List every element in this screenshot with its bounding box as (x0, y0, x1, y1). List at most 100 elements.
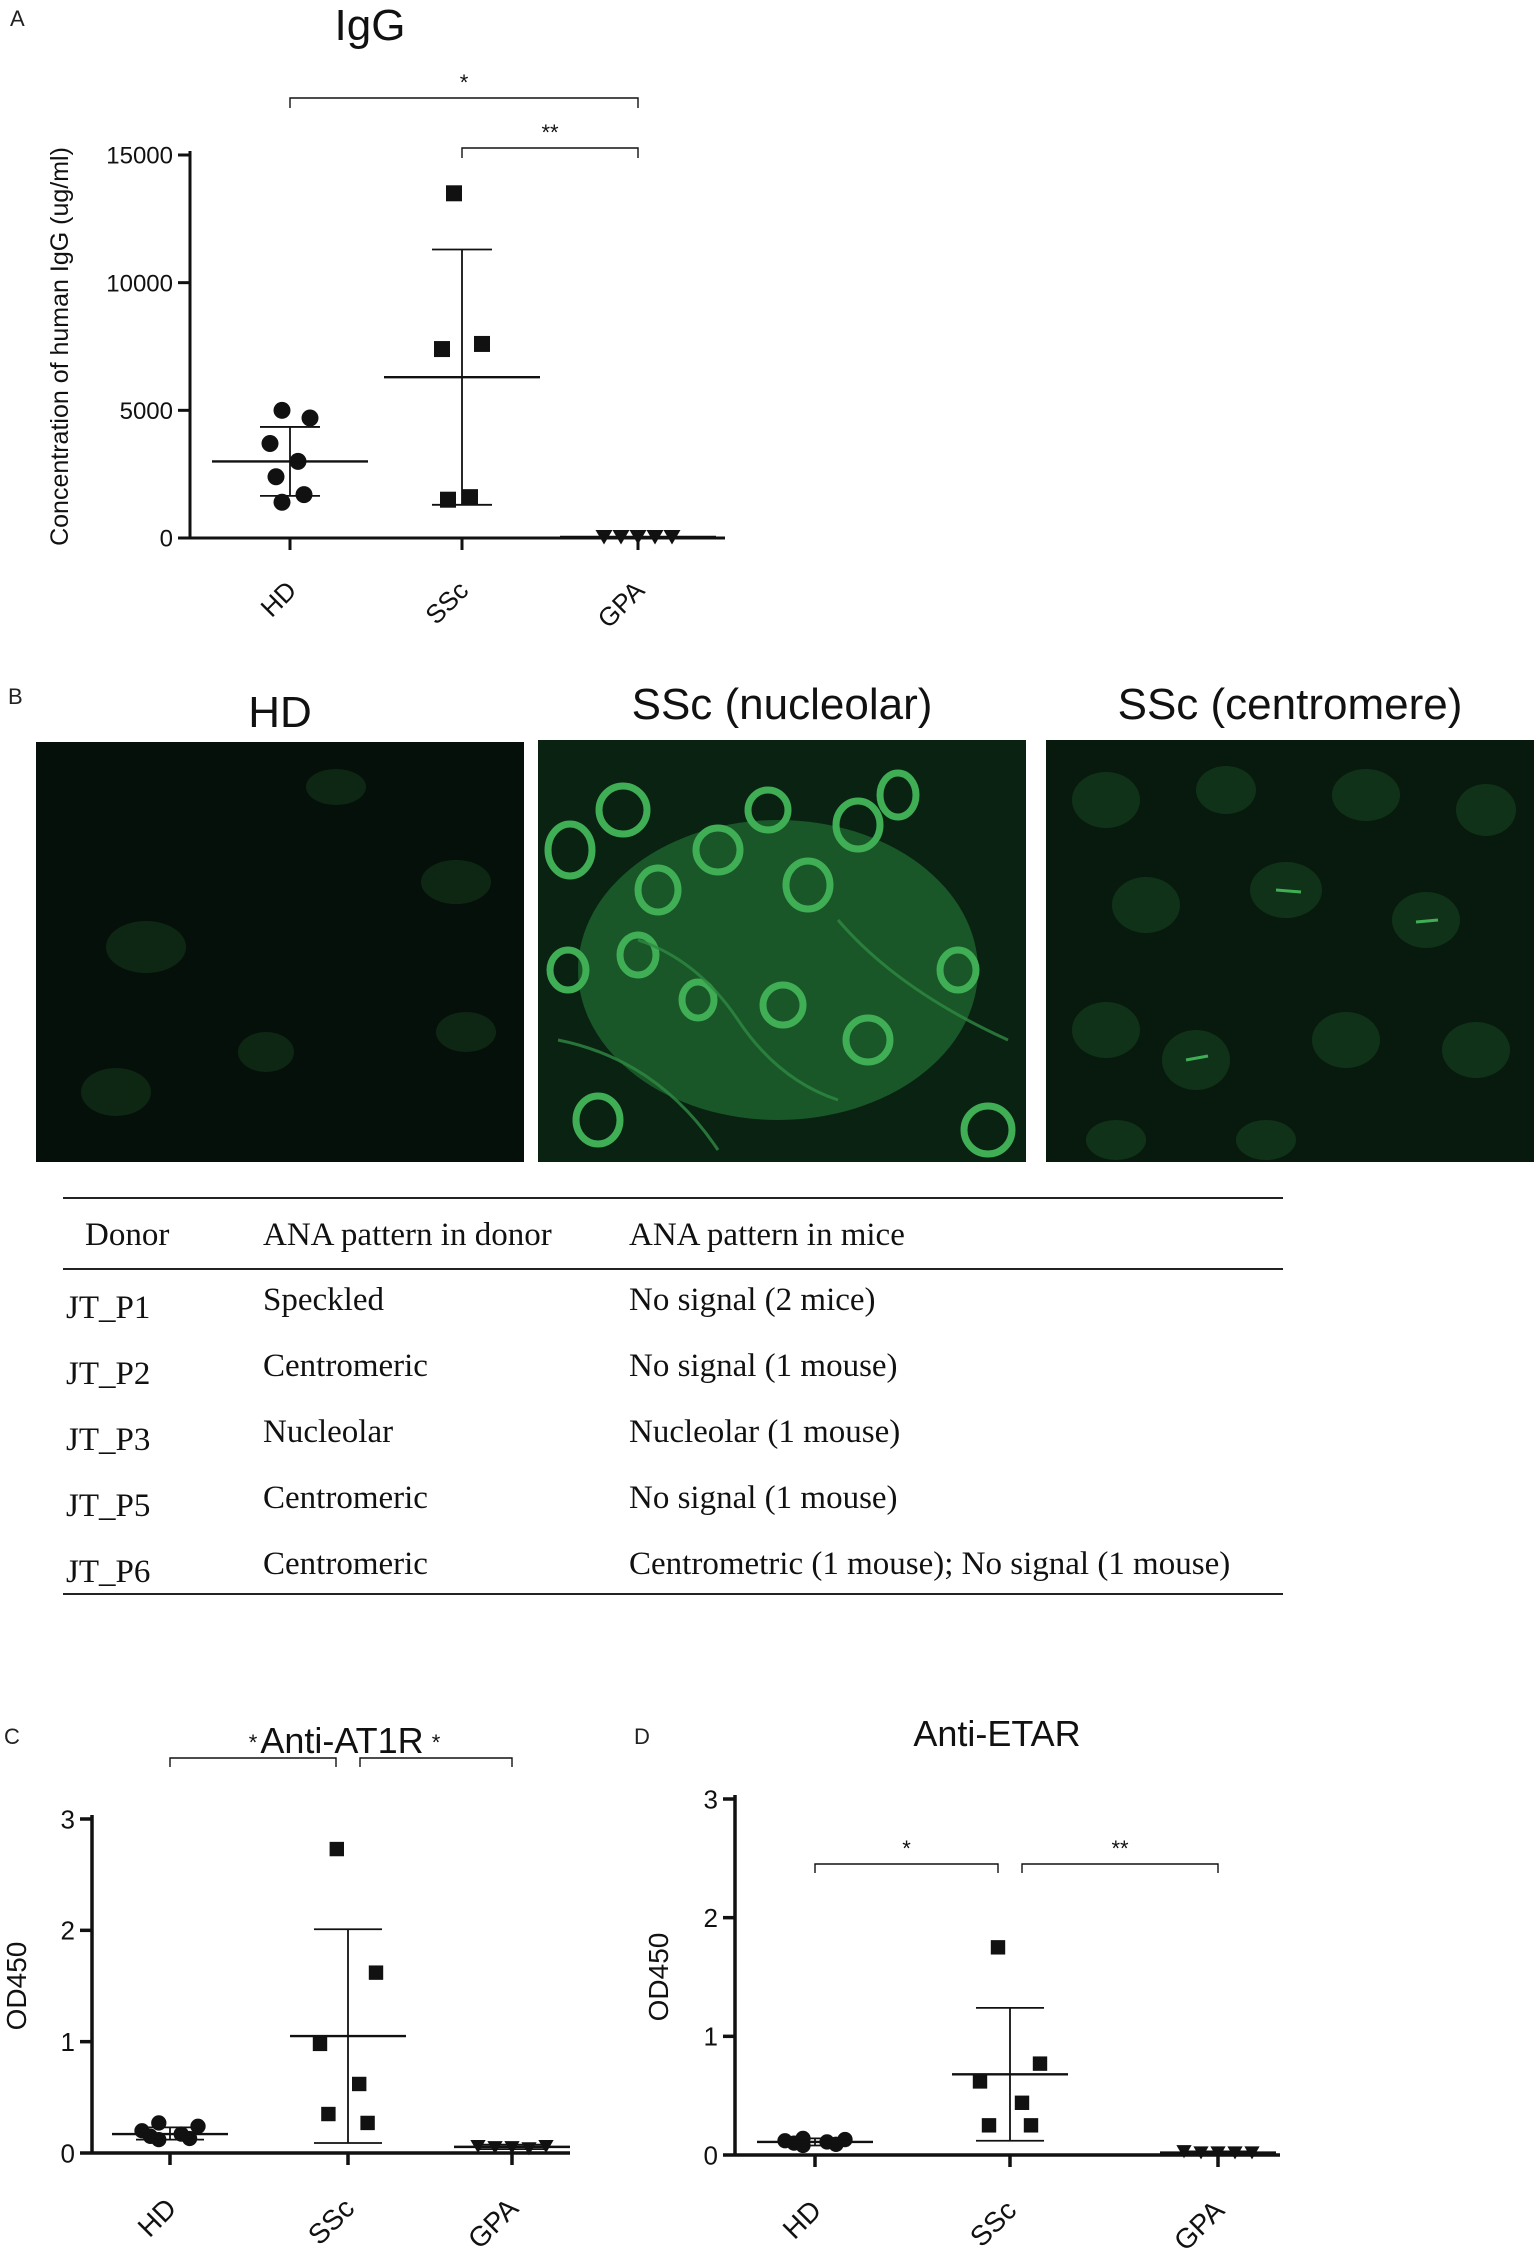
data-point (360, 2115, 375, 2131)
y-axis-label: OD450 (1, 1942, 32, 2031)
chart-title: Anti-AT1R (260, 1720, 423, 1761)
ana-table: Donor ANA pattern in donor ANA pattern i… (63, 1197, 1283, 1595)
x-tick-label: HD (777, 2194, 828, 2245)
chart-igg: IgG Concentration of human IgG (ug/ml) 0 50… (46, 1, 725, 634)
donor-pattern: Centromeric (263, 1480, 428, 1516)
data-point (828, 2136, 844, 2152)
significance-bracket (359, 1757, 513, 1767)
x-tick-label: HD (132, 2192, 183, 2243)
data-point (434, 341, 450, 358)
data-point (321, 2106, 336, 2122)
data-point (151, 2115, 167, 2131)
x-tick-label: SSc (419, 575, 474, 630)
data-point (446, 185, 462, 202)
panel-letter-b: B (8, 684, 23, 709)
donor-id-suffix: P1 (115, 1290, 151, 1326)
data-point (267, 468, 285, 486)
micrograph-ssc-centromere (1046, 740, 1534, 1162)
header-donor: Donor (63, 1197, 263, 1270)
significance-label: ** (1111, 1836, 1129, 1861)
x-tick-label: GPA (592, 575, 651, 634)
data-point (368, 1965, 384, 1980)
y-tick-label: 0 (160, 526, 173, 553)
donor-id-suffix: P3 (115, 1422, 151, 1458)
donor-id-suffix: P6 (115, 1554, 151, 1590)
significance-label: * (432, 1730, 441, 1755)
micrograph-ssc-nucleolar-image (538, 740, 1026, 1162)
significance-bracket (814, 1863, 999, 1873)
data-point (329, 1841, 344, 1857)
significance-bracket (461, 147, 639, 158)
micrograph-title-ssc-nucleolar: SSc (nucleolar) (631, 680, 933, 729)
chart-title: Anti-ETAR (913, 1713, 1080, 1754)
data-point (972, 2074, 988, 2089)
micrograph-ssc-centromere-image (1046, 740, 1534, 1162)
data-point (474, 335, 490, 352)
table-row: JT_P5 Centromeric No signal (1 mouse) (63, 1468, 1283, 1534)
data-point (312, 2036, 328, 2052)
x-tick-label: SSc (302, 2192, 360, 2249)
data-point (1023, 2118, 1039, 2133)
data-point (301, 409, 319, 427)
donor-id-suffix: P5 (115, 1488, 151, 1524)
data-point (1032, 2056, 1048, 2071)
donor-id-suffix: P2 (115, 1356, 151, 1392)
micrograph-ssc-nucleolar (538, 740, 1026, 1162)
mice-pattern: Centrometric (1 mouse); No signal (1 mou… (629, 1534, 1283, 1595)
y-axis-label: OD450 (643, 1933, 674, 2022)
micrograph-hd (36, 742, 524, 1162)
y-tick-label: 1 (61, 2027, 75, 2057)
micrograph-title-hd: HD (248, 688, 312, 737)
y-tick-label: 15000 (106, 143, 173, 170)
x-tick-label: HD (254, 575, 302, 623)
significance-label: * (460, 70, 469, 95)
donor-id: JT (66, 1422, 99, 1458)
x-tick-label: GPA (462, 2192, 524, 2249)
y-axis-label: Concentration of human IgG (ug/ml) (46, 147, 74, 546)
chart-title: IgG (335, 1, 406, 50)
donor-id: JT (66, 1554, 99, 1590)
donor-id: JT (66, 1290, 99, 1326)
x-tick-label: SSc (964, 2194, 1022, 2249)
panel-letter-d: D (634, 1724, 650, 1749)
y-tick-label: 2 (704, 1903, 718, 1933)
panel-letter-a: A (10, 6, 25, 31)
y-tick-label: 2 (61, 1916, 75, 1946)
y-tick-label: 5000 (120, 398, 173, 425)
y-tick-label: 0 (704, 2140, 718, 2170)
significance-bracket (289, 97, 639, 108)
donor-pattern: Nucleolar (263, 1414, 394, 1450)
header-ana-donor: ANA pattern in donor (263, 1197, 629, 1270)
mice-pattern: No signal (1 mouse) (629, 1480, 898, 1516)
panel-letter-c: C (4, 1724, 20, 1749)
data-point (273, 493, 291, 511)
y-tick-label: 3 (61, 1804, 75, 1834)
y-tick-label: 0 (61, 2138, 75, 2168)
donor-id: JT (66, 1488, 99, 1524)
significance-bracket (169, 1757, 337, 1767)
data-point (273, 401, 291, 419)
data-point (352, 2076, 367, 2092)
table-row: JT_P2 Centromeric No signal (1 mouse) (63, 1336, 1283, 1402)
y-tick-label: 10000 (106, 270, 173, 297)
donor-id: JT (66, 1356, 99, 1392)
header-ana-mice: ANA pattern in mice (629, 1197, 1283, 1270)
significance-bracket (1021, 1863, 1219, 1873)
data-point (1014, 2095, 1030, 2110)
significance-label: * (902, 1836, 911, 1861)
y-tick-label: 3 (704, 1784, 718, 1814)
data-point (990, 1940, 1006, 1955)
micrograph-hd-image (36, 742, 524, 1162)
donor-pattern: Speckled (263, 1282, 384, 1318)
data-point (981, 2118, 997, 2133)
data-point (462, 489, 478, 506)
donor-pattern: Centromeric (263, 1534, 629, 1595)
y-tick-label: 1 (704, 2022, 718, 2052)
table-row: JT_P6 Centromeric Centrometric (1 mouse)… (63, 1534, 1283, 1595)
table-row: JT_P3 Nucleolar Nucleolar (1 mouse) (63, 1402, 1283, 1468)
data-point (440, 491, 456, 508)
significance-label: ** (541, 120, 559, 145)
mice-pattern: Nucleolar (1 mouse) (629, 1414, 901, 1450)
